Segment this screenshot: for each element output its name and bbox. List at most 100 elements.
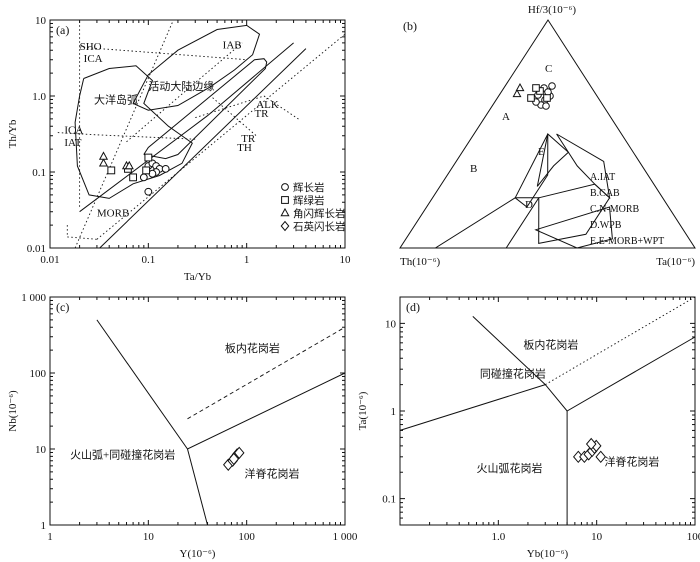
mantle-array-lower [99,48,307,249]
chart-panel-d: 1.0101000.1110Yb(10⁻⁶)Ta(10⁻⁶)(d)板内花岗岩同碰… [357,296,700,560]
apex-label-top: Hf/3(10⁻⁶) [528,4,576,16]
minor-ticks [49,297,345,526]
data-point [228,452,240,466]
mantle-array-upper [79,42,294,213]
legend-marker [280,207,290,217]
field-label: B [470,163,477,175]
ternary-frame [399,19,696,249]
panel-label: (a) [56,23,69,37]
y-tick-label: 0.1 [32,167,46,179]
data-point [543,94,551,102]
panel-label: (c) [56,300,69,314]
data-point [124,160,134,170]
series-triangle [512,83,525,98]
field-label: ICA [84,53,103,65]
legend-label: A.IAT [590,172,615,183]
boundary-left [399,384,546,431]
boundary-upper [472,316,696,412]
data-point [129,173,138,182]
field-label: TH [237,142,252,154]
field-label: 洋脊花岗岩 [244,467,299,481]
y-tick-label: 0.01 [27,243,46,255]
legend-marker [281,183,289,191]
field-label: IAB [223,40,242,52]
y-tick-label: 100 [30,368,47,380]
x-tick-label: 1.0 [491,531,505,543]
data-point [144,187,153,196]
data-point [107,166,116,175]
field-label: 板内花岗岩 [523,337,578,351]
legend-label: 辉绿岩 [293,194,325,207]
lower-mantle-array [96,33,346,240]
mantle-box [143,58,268,160]
y-tick-label: 1.0 [32,91,46,103]
field-a [536,133,570,187]
y-tick-label: 10 [35,444,47,456]
x-tick-label: 10 [143,531,155,543]
data-point [233,446,245,460]
dotted-boundary [545,296,696,385]
ica-iat-boundary [57,132,196,140]
plot-frame [49,19,346,249]
y-tick-label: 0.1 [382,494,396,506]
y-tick-label: 1 000 [21,292,46,304]
legend-marker [281,196,289,204]
field-label: 大洋岛弧 [94,92,138,106]
y-axis-label: Th/Yb [7,119,19,148]
field-label: 板内花岗岩 [225,341,280,355]
series-diamond [222,446,245,472]
plot-frame [49,296,346,526]
lower-left-edge [67,236,97,240]
field-label: C [545,63,552,75]
data-point [595,450,607,464]
y-axis-label: Nb(10⁻⁶) [7,390,19,432]
data-point [139,173,148,182]
series-triangle [98,151,134,170]
iab-field [132,24,261,111]
data-point [548,82,556,90]
field-a-outline [514,133,549,208]
field-label: IAT [64,137,81,149]
minor-ticks [49,20,345,249]
field-label: 火山弧+同碰撞花岗岩 [70,447,175,461]
x-tick-label: 1 [47,531,53,543]
legend-label: 辉长岩 [293,181,325,194]
chart-panel-b: Hf/3(10⁻⁶)Th(10⁻⁶)Ta(10⁻⁶)(b)ABCDEA.IATB… [399,4,696,268]
y-tick-label: 10 [35,15,47,27]
series-circle [139,159,170,196]
x-axis-label: Ta/Yb [184,271,212,283]
field-label: TR [241,133,256,145]
boundary-vertical [187,448,208,526]
field-label: ALK [256,99,279,111]
field-label: TR [254,108,269,120]
field-label: SHO [80,41,102,53]
data-point [542,102,550,110]
field-label: A [502,111,510,123]
plot-frame [399,296,696,526]
sho-ica-boundary [79,46,247,61]
data-point [98,158,109,167]
legend-marker [280,220,290,232]
apex-label-right: Ta(10⁻⁶) [656,256,695,268]
data-point [144,153,153,162]
panel-label: (b) [403,19,417,33]
legend-label: E.E-MORB+WPT [590,236,664,247]
data-point [142,166,151,175]
ocean-island-arc-field [74,65,193,199]
data-point [161,164,170,173]
x-tick-label: 10 [340,254,352,266]
x-tick-label: 100 [238,531,255,543]
legend-label: C.N-MORB [590,204,640,215]
field-label: D [525,199,533,211]
data-point [532,84,540,92]
alk-tr-boundary [195,95,301,121]
field-label: ICA [64,125,83,137]
y-axis-label: Ta(10⁻⁶) [357,391,369,430]
legend-label: B.CAB [590,188,620,199]
x-tick-label: 1 000 [333,531,358,543]
legend-label: D.WPB [590,220,622,231]
